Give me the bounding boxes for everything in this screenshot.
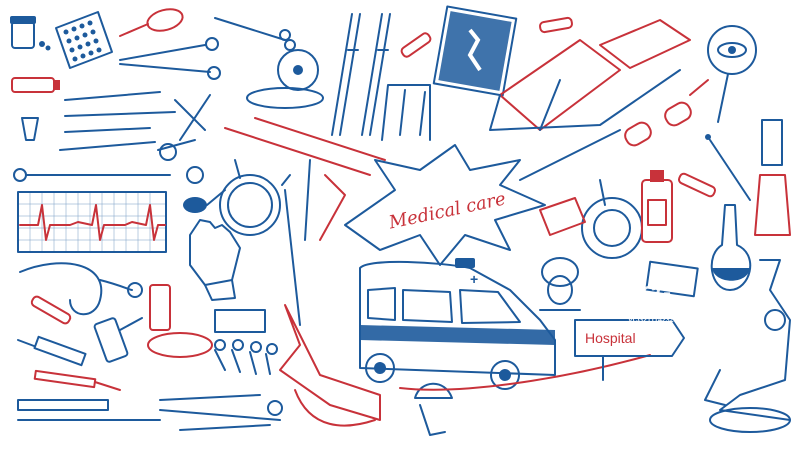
flask-icon — [710, 204, 752, 291]
ampoule-icon — [677, 172, 717, 198]
surgical-scissors-icon — [159, 94, 211, 184]
dental-mirror-icon — [13, 168, 171, 182]
head-mirror-icon — [246, 49, 324, 109]
ampoule-icon — [400, 16, 573, 58]
nurse-cap-icon — [414, 382, 453, 436]
syringe-icon — [17, 335, 121, 391]
scalpel-icon — [17, 399, 161, 421]
medicine-jar-icon — [641, 170, 673, 243]
rubber-bulb-syringe-icon — [183, 189, 226, 213]
gloves-icon — [645, 260, 699, 298]
ecg-chart-icon — [17, 191, 167, 253]
bandage-roll-icon — [93, 317, 143, 363]
gloves-icon — [189, 219, 241, 301]
ampoule-icon — [30, 295, 72, 325]
walker-icon — [381, 84, 431, 141]
ointment-tube-icon — [11, 77, 60, 93]
crutches-icon — [281, 174, 301, 326]
watermark-url: www.vcg.com — [627, 304, 694, 315]
bandage-roll-icon — [539, 197, 586, 236]
medicine-jar-icon — [10, 16, 51, 51]
dentist-chair-icon — [214, 304, 381, 427]
rubber-bulb-syringe-icon — [119, 8, 184, 37]
microscope-icon — [704, 259, 791, 433]
syringe-icon — [519, 129, 621, 181]
dental-pliers-icon — [159, 394, 283, 431]
magnifier-eye-icon — [707, 25, 757, 123]
watermark-brand: VCG — [628, 283, 671, 305]
callout-burst — [344, 144, 546, 266]
funnel-icon — [21, 117, 39, 141]
scalpel-icon — [59, 91, 196, 151]
bandage-roll-icon — [147, 284, 213, 358]
doctor-head-icon — [539, 257, 581, 311]
callout-text: Medical care — [386, 188, 507, 233]
stethoscope-icon — [19, 262, 143, 316]
ambulance-icon: + — [359, 258, 556, 390]
hospital-sign: Hospital — [574, 319, 685, 381]
stretcher-icon — [489, 19, 691, 131]
thermometer-icon — [705, 134, 751, 201]
iv-drip-icon — [219, 159, 281, 236]
ambulance-emblem: + — [470, 271, 478, 287]
teeth-model-icon — [214, 339, 278, 375]
iv-drip-icon — [581, 179, 643, 259]
glasses-icon — [624, 79, 709, 147]
watermark-id: VCG211142324973 — [628, 317, 689, 324]
pill-blister-icon — [55, 11, 113, 69]
stretcher-icon — [224, 117, 386, 241]
surgical-scissors-icon — [119, 17, 296, 80]
xray-film-icon — [432, 5, 518, 97]
hospital-sign-text: Hospital — [585, 330, 636, 346]
watermark: VCG www.vcg.com VCG211142324973 — [605, 283, 694, 324]
test-tube-icon — [754, 119, 791, 236]
crutches-icon — [331, 13, 391, 136]
